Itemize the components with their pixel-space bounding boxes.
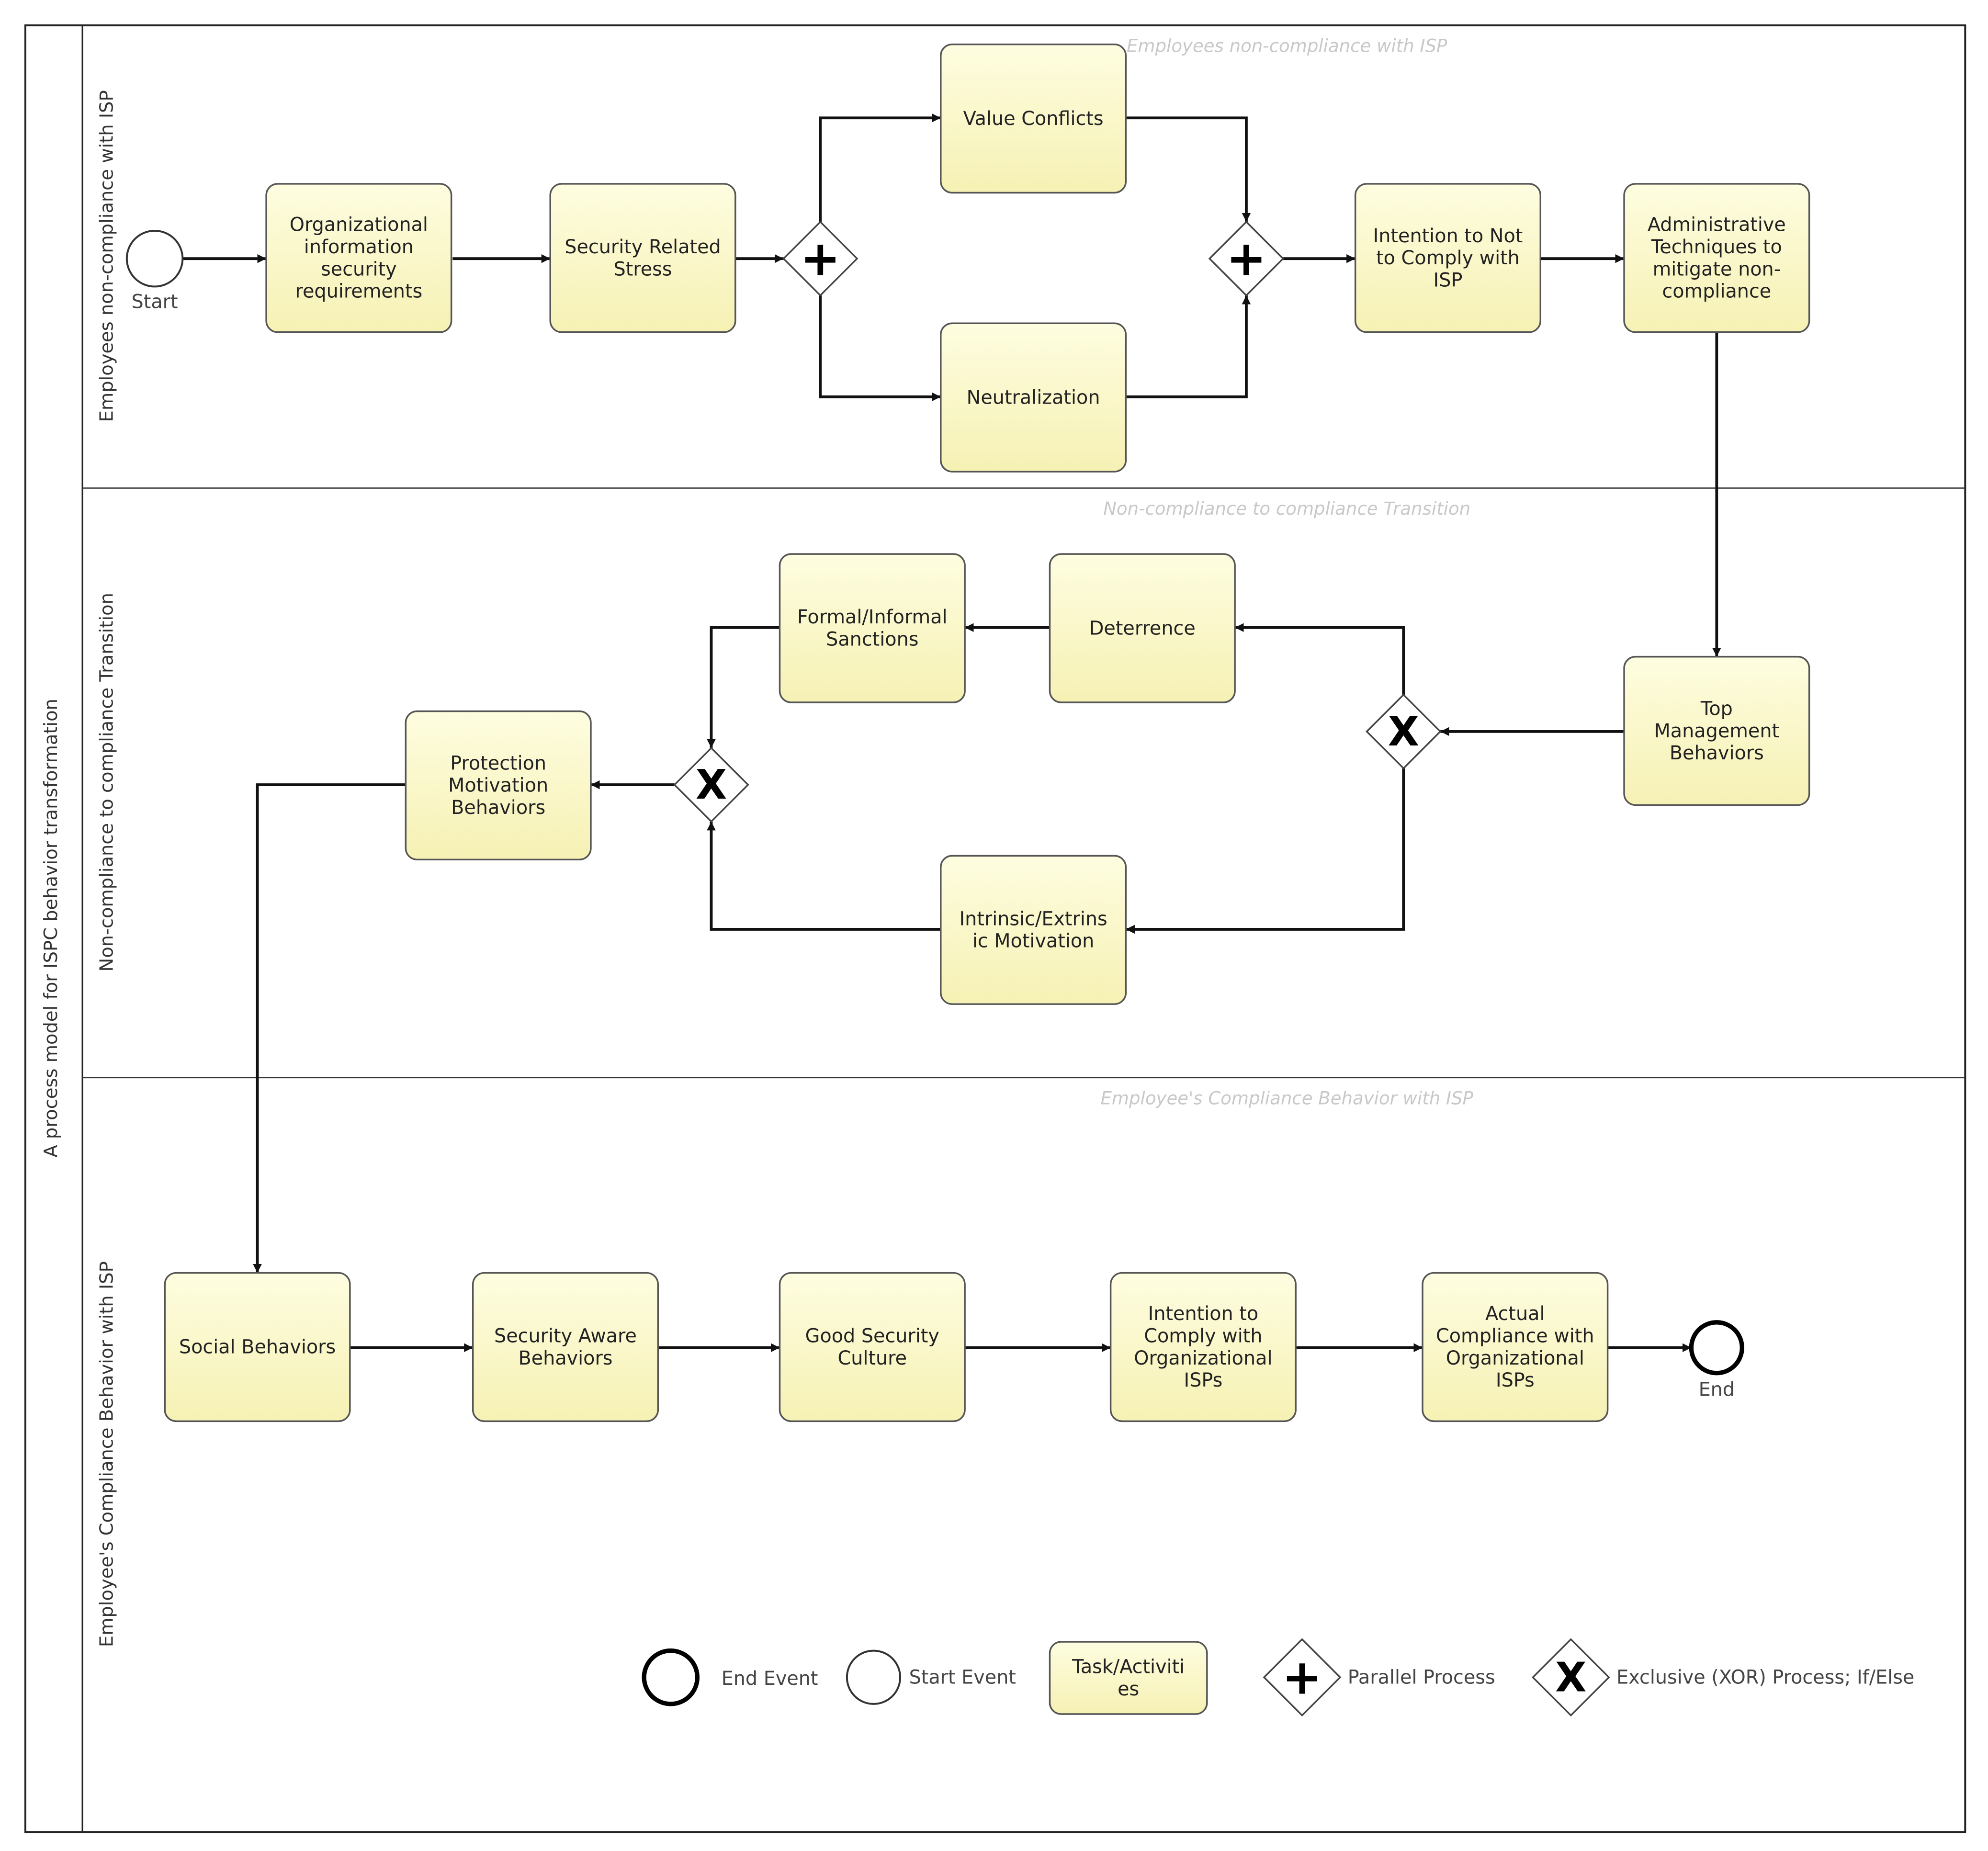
task-label: Security Related — [565, 236, 721, 258]
start-label: Start — [132, 291, 178, 313]
legend-end-event: End Event — [642, 1648, 818, 1706]
x-icon: X — [1388, 708, 1419, 755]
task-label: Sanctions — [826, 628, 918, 650]
lane-label: Employee's Compliance Behavior with ISP — [96, 1261, 118, 1647]
sequence-flow-arrow — [819, 113, 941, 222]
task-label: Behaviors — [519, 1347, 613, 1369]
legend-start-label: Start Event — [909, 1666, 1016, 1688]
plus-icon: + — [800, 231, 840, 287]
lane-watermark: Non-compliance to compliance Transition — [1103, 498, 1470, 519]
task-label: compliance — [1662, 281, 1771, 303]
lane-watermark: Employee's Compliance Behavior with ISP — [1100, 1088, 1473, 1108]
task-label: Deterrence — [1089, 617, 1196, 639]
task-label: ic Motivation — [972, 930, 1095, 952]
task-label: Formal/Informal — [797, 606, 948, 628]
legend-exclusive-gateway[interactable]: X — [1531, 1638, 1610, 1717]
task-label: Organizational — [1134, 1347, 1272, 1369]
lane-label: Non-compliance to compliance Transition — [96, 593, 118, 971]
task[interactable]: Deterrence — [1049, 553, 1236, 703]
sequence-flows — [182, 113, 1721, 1353]
sequence-flow-arrow — [253, 783, 406, 1273]
legend-exclusive-label: Exclusive (XOR) Process; If/Else — [1616, 1666, 1914, 1688]
start-event[interactable]: Start — [125, 229, 184, 313]
task-label: Organizational — [290, 214, 428, 236]
task[interactable]: Value Conflicts — [940, 43, 1127, 194]
task-label: Intention to Not — [1373, 225, 1523, 247]
task-label: Actual — [1485, 1303, 1545, 1325]
sequence-flow-arrow — [1126, 116, 1251, 222]
task-label: Administrative — [1648, 214, 1786, 236]
task-label: requirements — [295, 281, 423, 303]
task-label: Intention to — [1148, 1303, 1259, 1325]
task-label: Intrinsic/Extrins — [959, 908, 1107, 930]
exclusive-gateway[interactable]: X — [673, 746, 749, 823]
x-icon: X — [1555, 1653, 1586, 1701]
task-label: ISPs — [1184, 1369, 1222, 1391]
task-label: information — [304, 236, 414, 258]
end-label: End — [1699, 1378, 1735, 1400]
lane-label: Employees non-compliance with ISP — [96, 90, 118, 422]
legend-start-event: Start Event — [846, 1649, 1016, 1705]
task-label: to Comply with — [1376, 247, 1520, 269]
x-icon: X — [696, 761, 727, 808]
sequence-flow-arrow — [1126, 295, 1251, 398]
task-label: Comply with — [1144, 1325, 1262, 1347]
task-label: Management — [1654, 720, 1780, 742]
task-label: Organizational — [1446, 1347, 1584, 1369]
task-label: Top — [1700, 698, 1733, 720]
task-label: Social Behaviors — [179, 1336, 336, 1358]
task-label: Motivation — [448, 775, 548, 797]
sequence-flow-arrow — [819, 295, 941, 402]
task-label: Security Aware — [494, 1325, 637, 1347]
task-label: Protection — [450, 752, 546, 774]
legend-parallel-gateway[interactable]: + — [1263, 1638, 1342, 1717]
plus-icon: + — [1282, 1649, 1322, 1705]
legend-end-label: End Event — [722, 1668, 818, 1690]
task[interactable]: Organizationalinformationsecurityrequire… — [265, 183, 452, 333]
legend-parallel-label: Parallel Process — [1348, 1666, 1495, 1688]
task[interactable]: Social Behaviors — [164, 1272, 351, 1422]
task-label: Task/Activiti — [1072, 1656, 1185, 1678]
lane-watermark: Employees non-compliance with ISP — [1127, 36, 1447, 56]
task-label: security — [321, 258, 397, 280]
sequence-flow-arrow — [707, 626, 780, 748]
sequence-flow-arrow — [707, 821, 941, 931]
task-label: Neutralization — [967, 386, 1100, 408]
exclusive-gateway[interactable]: X — [1366, 693, 1442, 770]
task[interactable]: Neutralization — [940, 322, 1127, 473]
pool-title: A process model for ISPC behavior transf… — [40, 699, 62, 1157]
sequence-flow-arrow — [1126, 768, 1405, 934]
task-label: Stress — [614, 258, 672, 280]
parallel-gateway[interactable]: + — [782, 220, 858, 297]
task-label: ISP — [1434, 269, 1463, 291]
task-label: Behaviors — [451, 797, 545, 819]
task-label: mitigate non- — [1653, 258, 1781, 280]
task-label: Culture — [838, 1347, 907, 1369]
task-label: Behaviors — [1670, 742, 1764, 764]
task-label: Value Conflicts — [963, 108, 1104, 130]
plus-icon: + — [1226, 231, 1266, 287]
sequence-flow-arrow — [1235, 623, 1405, 695]
task-label: ISPs — [1496, 1369, 1535, 1391]
task-label: Techniques to — [1651, 236, 1782, 258]
task-label: es — [1118, 1678, 1139, 1700]
task-label: Good Security — [805, 1325, 939, 1347]
task-label: Compliance with — [1436, 1325, 1594, 1347]
end-event[interactable]: End — [1689, 1320, 1744, 1401]
parallel-gateway[interactable]: + — [1208, 220, 1285, 297]
